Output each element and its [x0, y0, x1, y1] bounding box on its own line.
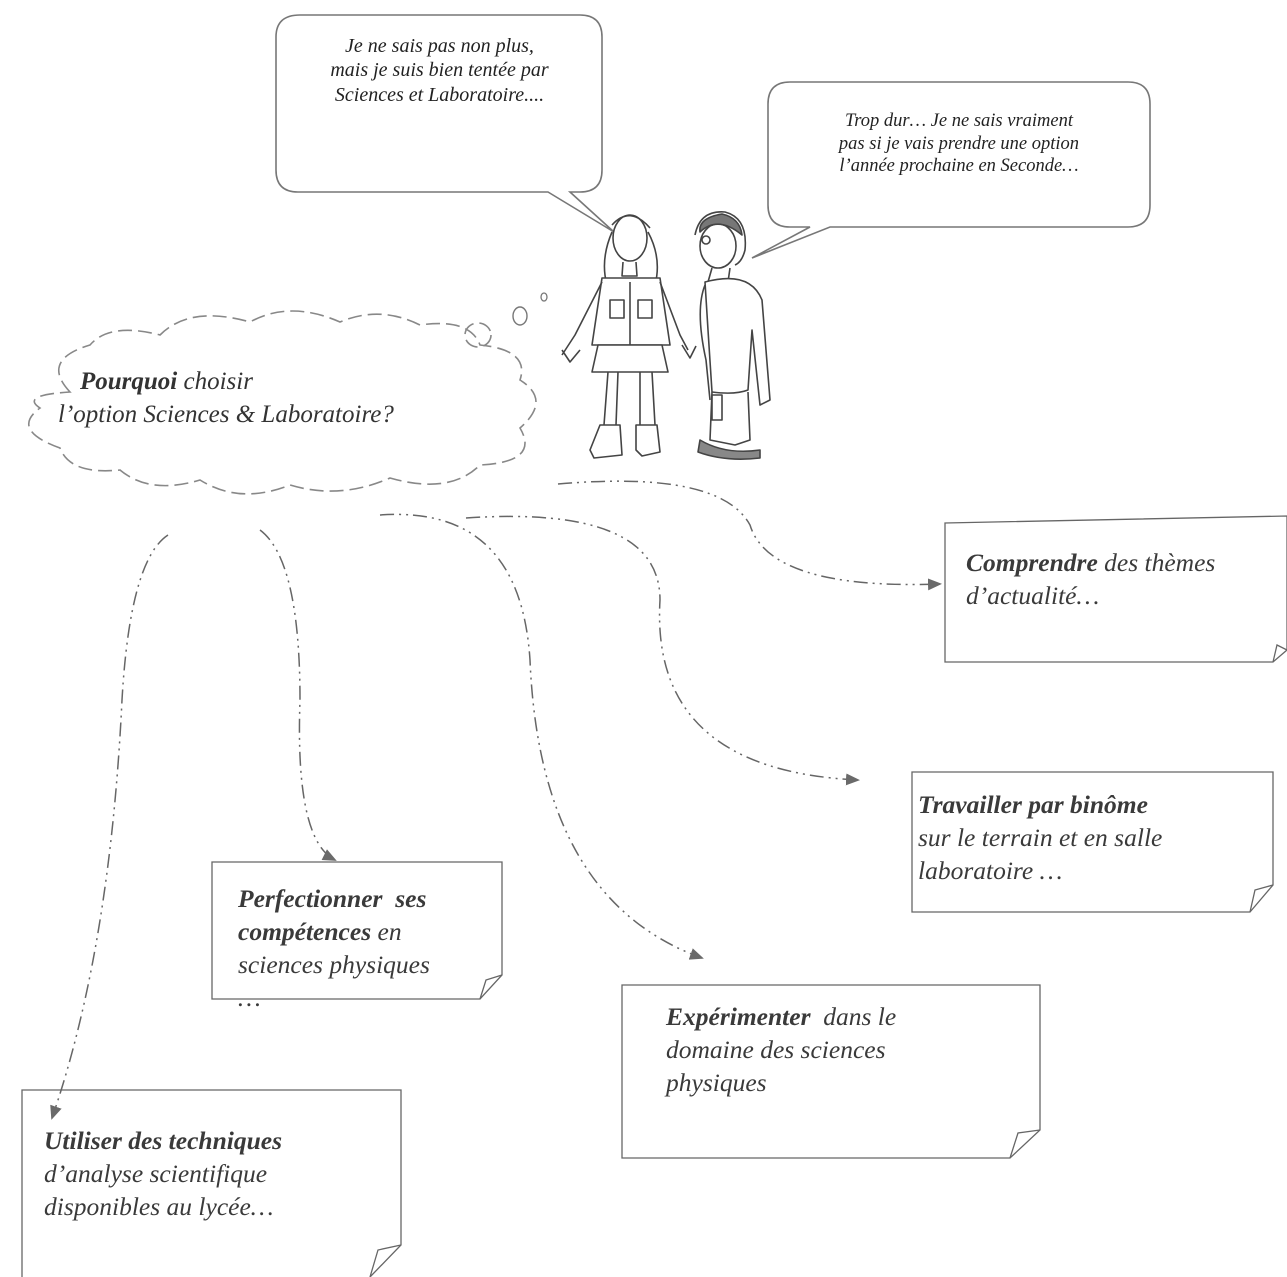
note-line: physiques [666, 1068, 767, 1098]
note-experimenter-text: Expérimenter dans le domaine des science… [666, 1000, 1026, 1099]
note-travailler [911, 771, 1274, 913]
note-fold [1272, 644, 1287, 663]
note-line: … [238, 983, 261, 1013]
arrow-to-perfectionner [259, 529, 337, 861]
note-fold [1009, 1129, 1041, 1159]
cloud-question: Pourquoi choisir l’option Sciences & Lab… [58, 366, 518, 431]
arrow-to-experimenter [379, 513, 704, 960]
note-utiliser [21, 1089, 402, 1277]
note-line: sciences physiques [238, 950, 430, 980]
note-bold: Expérimenter [666, 1002, 811, 1031]
speech-line: Je ne sais pas non plus, [345, 35, 534, 57]
thought-bubble-dot [540, 292, 548, 302]
note-line: d’analyse scientifique [44, 1159, 268, 1189]
note-line: domaine des sciences [666, 1035, 886, 1065]
speech-line: mais je suis bien tentée par [330, 59, 549, 82]
note-line: Travailler par binôme [918, 788, 1268, 821]
girl-speech-bubble [275, 14, 615, 233]
speech-line: Sciences et Laboratoire.... [334, 83, 545, 106]
note-line: compétences en [238, 915, 508, 948]
arrow-to-comprendre [557, 480, 942, 591]
note-line: Expérimenter dans le [666, 1000, 1026, 1033]
note-travailler-text: Travailler par binôme sur le terrain et … [918, 788, 1268, 887]
note-comprendre [944, 515, 1287, 663]
speech-line: Trop dur… Je ne sais vraiment [845, 111, 1073, 131]
arrow-to-travailler [465, 515, 860, 786]
speech-line: l’année prochaine en Seconde… [839, 156, 1079, 177]
note-line: Utiliser des techniques [44, 1124, 394, 1157]
note-line: Perfectionner ses [238, 882, 508, 915]
cloud-line-1: Pourquoi choisir [78, 366, 518, 399]
note-line: disponibles au lycée… [44, 1192, 274, 1222]
note-fold [1249, 884, 1274, 913]
note-line: d’actualité… [966, 581, 1100, 611]
note-experimenter [621, 984, 1041, 1159]
note-rest: en [371, 917, 402, 947]
speech-line: pas si je vais prendre une option [838, 133, 1080, 154]
cloud-bold: Pourquoi [80, 368, 178, 395]
note-bold: Utiliser des techniques [44, 1126, 283, 1155]
note-bold: Perfectionner ses [238, 884, 427, 913]
note-line: Comprendre des thèmes [966, 546, 1286, 579]
note-perfectionner [211, 861, 503, 1000]
cloud-line-1-rest: choisir [177, 368, 253, 395]
note-comprendre-text: Comprendre des thèmes d’actualité… [966, 546, 1286, 612]
note-line: laboratoire … [918, 856, 1063, 886]
note-rest: dans le [810, 1002, 897, 1031]
note-bold: Comprendre [966, 548, 1098, 577]
boy-speech-bubble [751, 81, 1151, 259]
note-utiliser-text: Utiliser des techniques d’analyse scient… [44, 1124, 394, 1223]
note-rest: des thèmes [1097, 548, 1216, 577]
girl-speech-text: Je ne sais pas non plus, mais je suis bi… [282, 34, 597, 107]
note-line: sur le terrain et en salle [918, 823, 1163, 853]
thought-cloud [28, 310, 537, 495]
boy-speech-text: Trop dur… Je ne sais vraiment pas si je … [778, 110, 1140, 178]
boy-figure [694, 211, 771, 460]
note-fold [479, 974, 503, 1000]
cloud-line-2: l’option Sciences & Laboratoire? [58, 400, 394, 428]
thought-bubble-dot [512, 306, 528, 326]
note-fold [369, 1244, 402, 1277]
note-bold: compétences [238, 917, 372, 947]
arrow-to-utiliser [50, 534, 169, 1120]
note-perfectionner-text: Perfectionner ses compétences en science… [238, 882, 508, 1015]
girl-figure [561, 214, 697, 459]
note-bold: Travailler par binôme [918, 790, 1148, 819]
